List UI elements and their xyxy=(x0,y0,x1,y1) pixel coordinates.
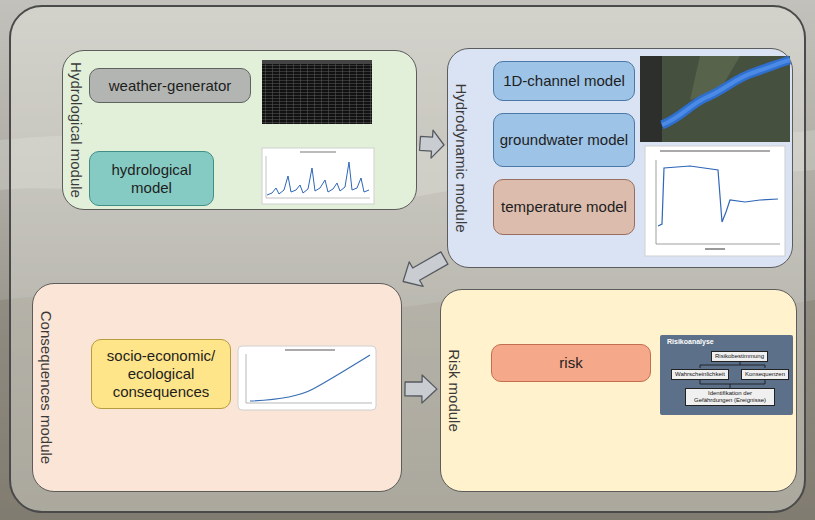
module-title: Consequences module xyxy=(37,285,55,490)
module-panel: Consequences module socio-economic/ ecolo… xyxy=(32,283,402,492)
box-label: 1D-channel model xyxy=(498,72,630,90)
process-box: socio-economic/ ecological consequences xyxy=(91,339,231,409)
box-label: socio-economic/ ecological consequences xyxy=(96,347,226,401)
box-label: weather-generator xyxy=(94,77,246,95)
process-box: weather-generator xyxy=(89,68,251,103)
block-arrow xyxy=(405,375,437,403)
module-title: Hydrodynamic module xyxy=(452,50,470,266)
image-title: Risikoanalyse xyxy=(667,338,714,346)
module-panel: Hydrodynamic module 1D-channel model groun… xyxy=(447,48,793,268)
process-box: temperature model xyxy=(493,179,635,235)
block-arrow xyxy=(403,252,448,286)
box-label: groundwater model xyxy=(498,131,630,149)
process-box: hydrological model xyxy=(89,151,214,206)
block-arrow xyxy=(420,130,445,158)
process-box: risk xyxy=(491,344,651,382)
flow-step: Identifikation der Gefährdungen (Ereigni… xyxy=(685,388,775,406)
box-label: hydrological model xyxy=(94,161,209,197)
module-title: Risk module xyxy=(445,291,463,490)
process-box: 1D-channel model xyxy=(493,61,635,101)
box-label: risk xyxy=(496,354,646,372)
box-label: temperature model xyxy=(498,198,630,216)
process-box: groundwater model xyxy=(493,113,635,167)
flow-step: Risikobestimmung xyxy=(711,351,768,362)
module-panel: Hydrological module weather-generator hydr… xyxy=(62,50,417,210)
flow-step: Wahrscheinlichkeit xyxy=(671,369,729,380)
flow-step: Konsequenzen xyxy=(741,369,789,380)
module-title: Hydrological module xyxy=(67,52,85,208)
